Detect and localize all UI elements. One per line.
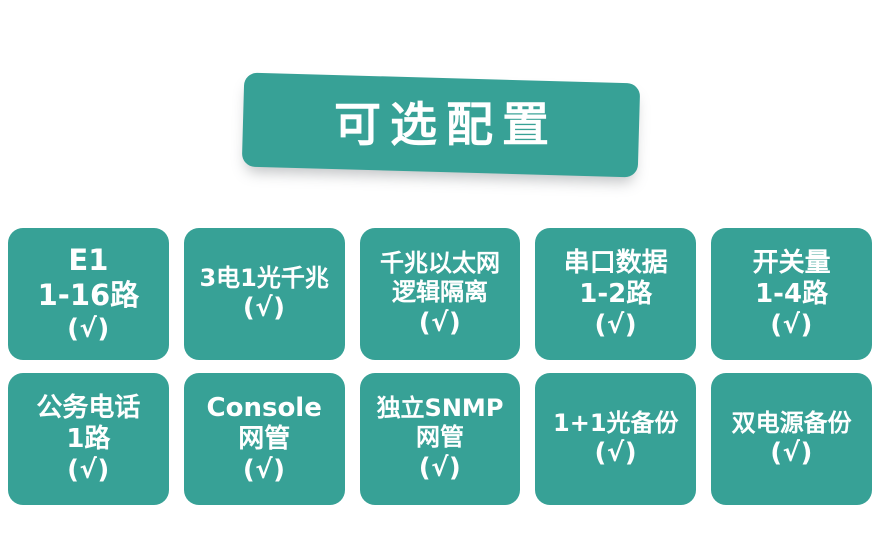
title-banner-plate: 可选配置: [241, 72, 641, 178]
option-card-label: 3电1光千兆: [199, 263, 329, 292]
option-card-label: 独立SNMP: [376, 394, 504, 423]
check-icon: (√): [594, 438, 638, 469]
check-icon: (√): [67, 313, 110, 344]
option-card-label: 1+1光备份: [553, 408, 679, 437]
option-card-label: 串口数据: [563, 247, 668, 278]
check-icon: (√): [242, 455, 286, 486]
option-card[interactable]: 千兆以太网逻辑隔离(√): [359, 228, 521, 360]
option-card-label: 千兆以太网: [379, 249, 500, 278]
option-card-label: Console: [206, 392, 322, 423]
check-icon: (√): [67, 455, 110, 486]
check-icon: (√): [770, 310, 813, 341]
option-card-label: 双电源备份: [731, 408, 852, 437]
option-card-label: 公务电话: [36, 392, 141, 423]
title-banner: 可选配置: [241, 72, 641, 178]
option-card-label: 开关量: [752, 247, 831, 278]
check-icon: (√): [418, 307, 462, 338]
option-card-label: 网管: [415, 422, 464, 451]
option-card-label: 1-16路: [37, 277, 140, 312]
option-card[interactable]: 1+1光备份(√): [535, 373, 697, 505]
check-icon: (√): [594, 310, 638, 341]
page-title: 可选配置: [333, 97, 558, 153]
option-card-label: 网管: [238, 423, 291, 454]
option-card-label: 1路: [66, 423, 111, 454]
check-icon: (√): [242, 293, 286, 324]
check-icon: (√): [418, 452, 462, 483]
option-card-label: 1-2路: [579, 278, 653, 309]
option-card-label: E1: [68, 243, 109, 278]
option-card-label: 逻辑隔离: [391, 277, 488, 306]
check-icon: (√): [770, 438, 813, 469]
option-card-label: 1-4路: [755, 278, 829, 309]
option-card[interactable]: 3电1光千兆(√): [183, 228, 345, 360]
option-card[interactable]: 双电源备份(√): [711, 373, 872, 505]
